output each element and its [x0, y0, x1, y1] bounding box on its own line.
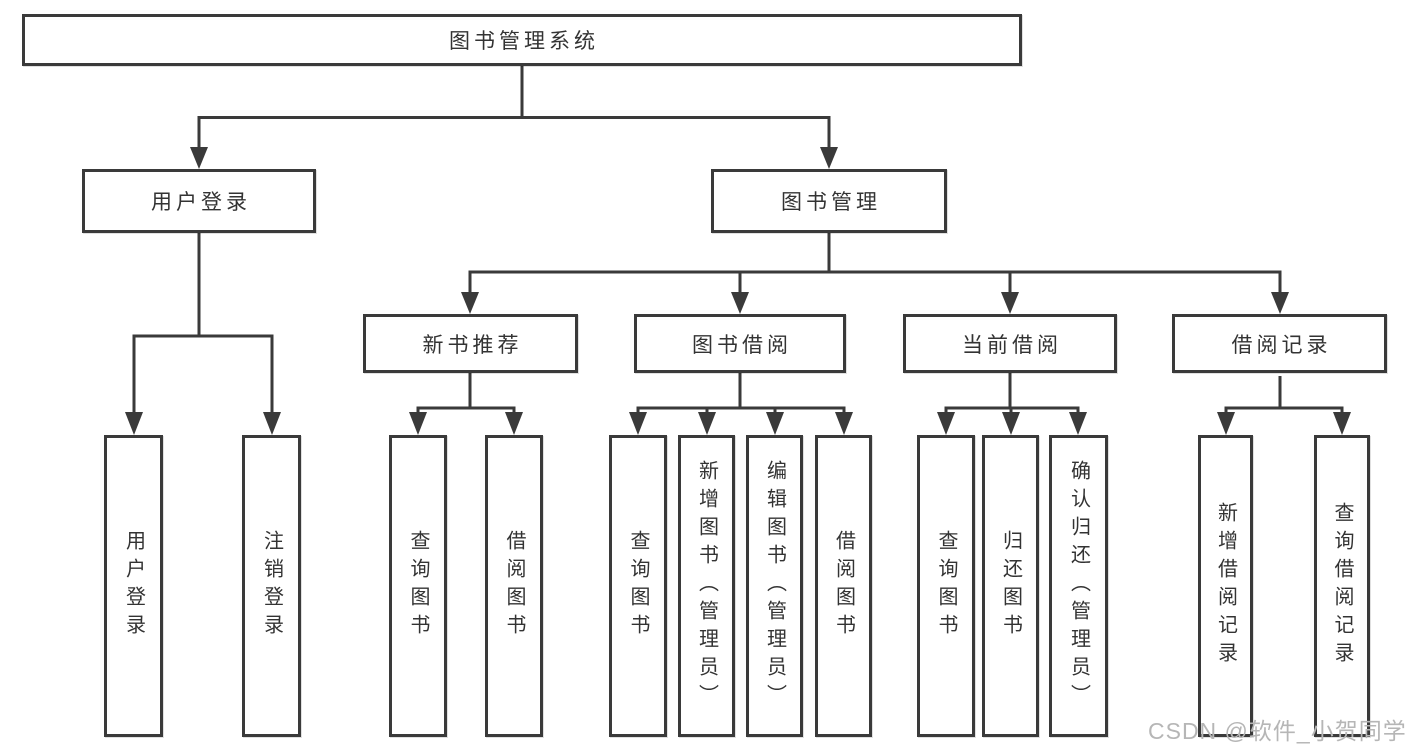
leaf-newbook-borrow-books: 借阅图书: [485, 435, 543, 737]
leaf-borrow-add-books-admin: 新增图书（管理员）: [678, 435, 735, 737]
leaf-borrow-query-books: 查询图书: [609, 435, 667, 737]
leaf-label: 注销登录: [260, 530, 283, 642]
node-label: 图书借阅: [692, 333, 792, 357]
leaf-logout: 注销登录: [242, 435, 301, 737]
node-label: 新书推荐: [422, 333, 523, 357]
leaf-user-login: 用户登录: [104, 435, 163, 737]
leaf-label: 查询图书: [407, 530, 429, 642]
leaf-borrow-borrow-books: 借阅图书: [815, 435, 872, 737]
leaf-label: 借阅图书: [832, 530, 855, 642]
node-label: 用户登录: [151, 191, 251, 214]
leaf-label: 归还图书: [999, 530, 1022, 642]
leaf-label: 用户登录: [122, 530, 145, 642]
leaf-newbook-query-books: 查询图书: [389, 435, 447, 737]
leaf-current-query-books: 查询图书: [917, 435, 975, 737]
node-label: 借阅记录: [1231, 333, 1332, 357]
leaf-current-return-books: 归还图书: [982, 435, 1039, 737]
node-book-management: 图书管理: [711, 169, 947, 233]
leaf-records-add-borrow-record: 新增借阅记录: [1198, 435, 1253, 737]
node-label: 图书管理: [781, 191, 881, 214]
leaf-records-query-borrow-record: 查询借阅记录: [1314, 435, 1370, 737]
node-new-book-recommend: 新书推荐: [363, 314, 578, 373]
csdn-watermark: CSDN @软件_小贺同学: [1148, 718, 1405, 744]
leaf-label: 新增借阅记录: [1214, 502, 1237, 670]
leaf-label: 新增图书（管理员）: [695, 460, 718, 712]
leaf-current-confirm-return-admin: 确认归还（管理员）: [1049, 435, 1108, 737]
leaf-label: 编辑图书（管理员）: [763, 460, 786, 712]
node-library-management-system: 图书管理系统: [22, 14, 1022, 66]
node-label: 当前借阅: [962, 333, 1062, 357]
node-book-borrow: 图书借阅: [634, 314, 846, 373]
leaf-label: 确认归还（管理员）: [1067, 460, 1090, 712]
node-label: 图书管理系统: [449, 30, 599, 53]
leaf-borrow-edit-books-admin: 编辑图书（管理员）: [746, 435, 803, 737]
node-current-borrow: 当前借阅: [903, 314, 1117, 373]
leaf-label: 查询图书: [627, 530, 649, 642]
node-borrow-records: 借阅记录: [1172, 314, 1387, 373]
leaf-label: 查询借阅记录: [1331, 502, 1353, 670]
leaf-label: 借阅图书: [503, 530, 525, 642]
node-user-login: 用户登录: [82, 169, 316, 233]
leaf-label: 查询图书: [935, 530, 957, 642]
